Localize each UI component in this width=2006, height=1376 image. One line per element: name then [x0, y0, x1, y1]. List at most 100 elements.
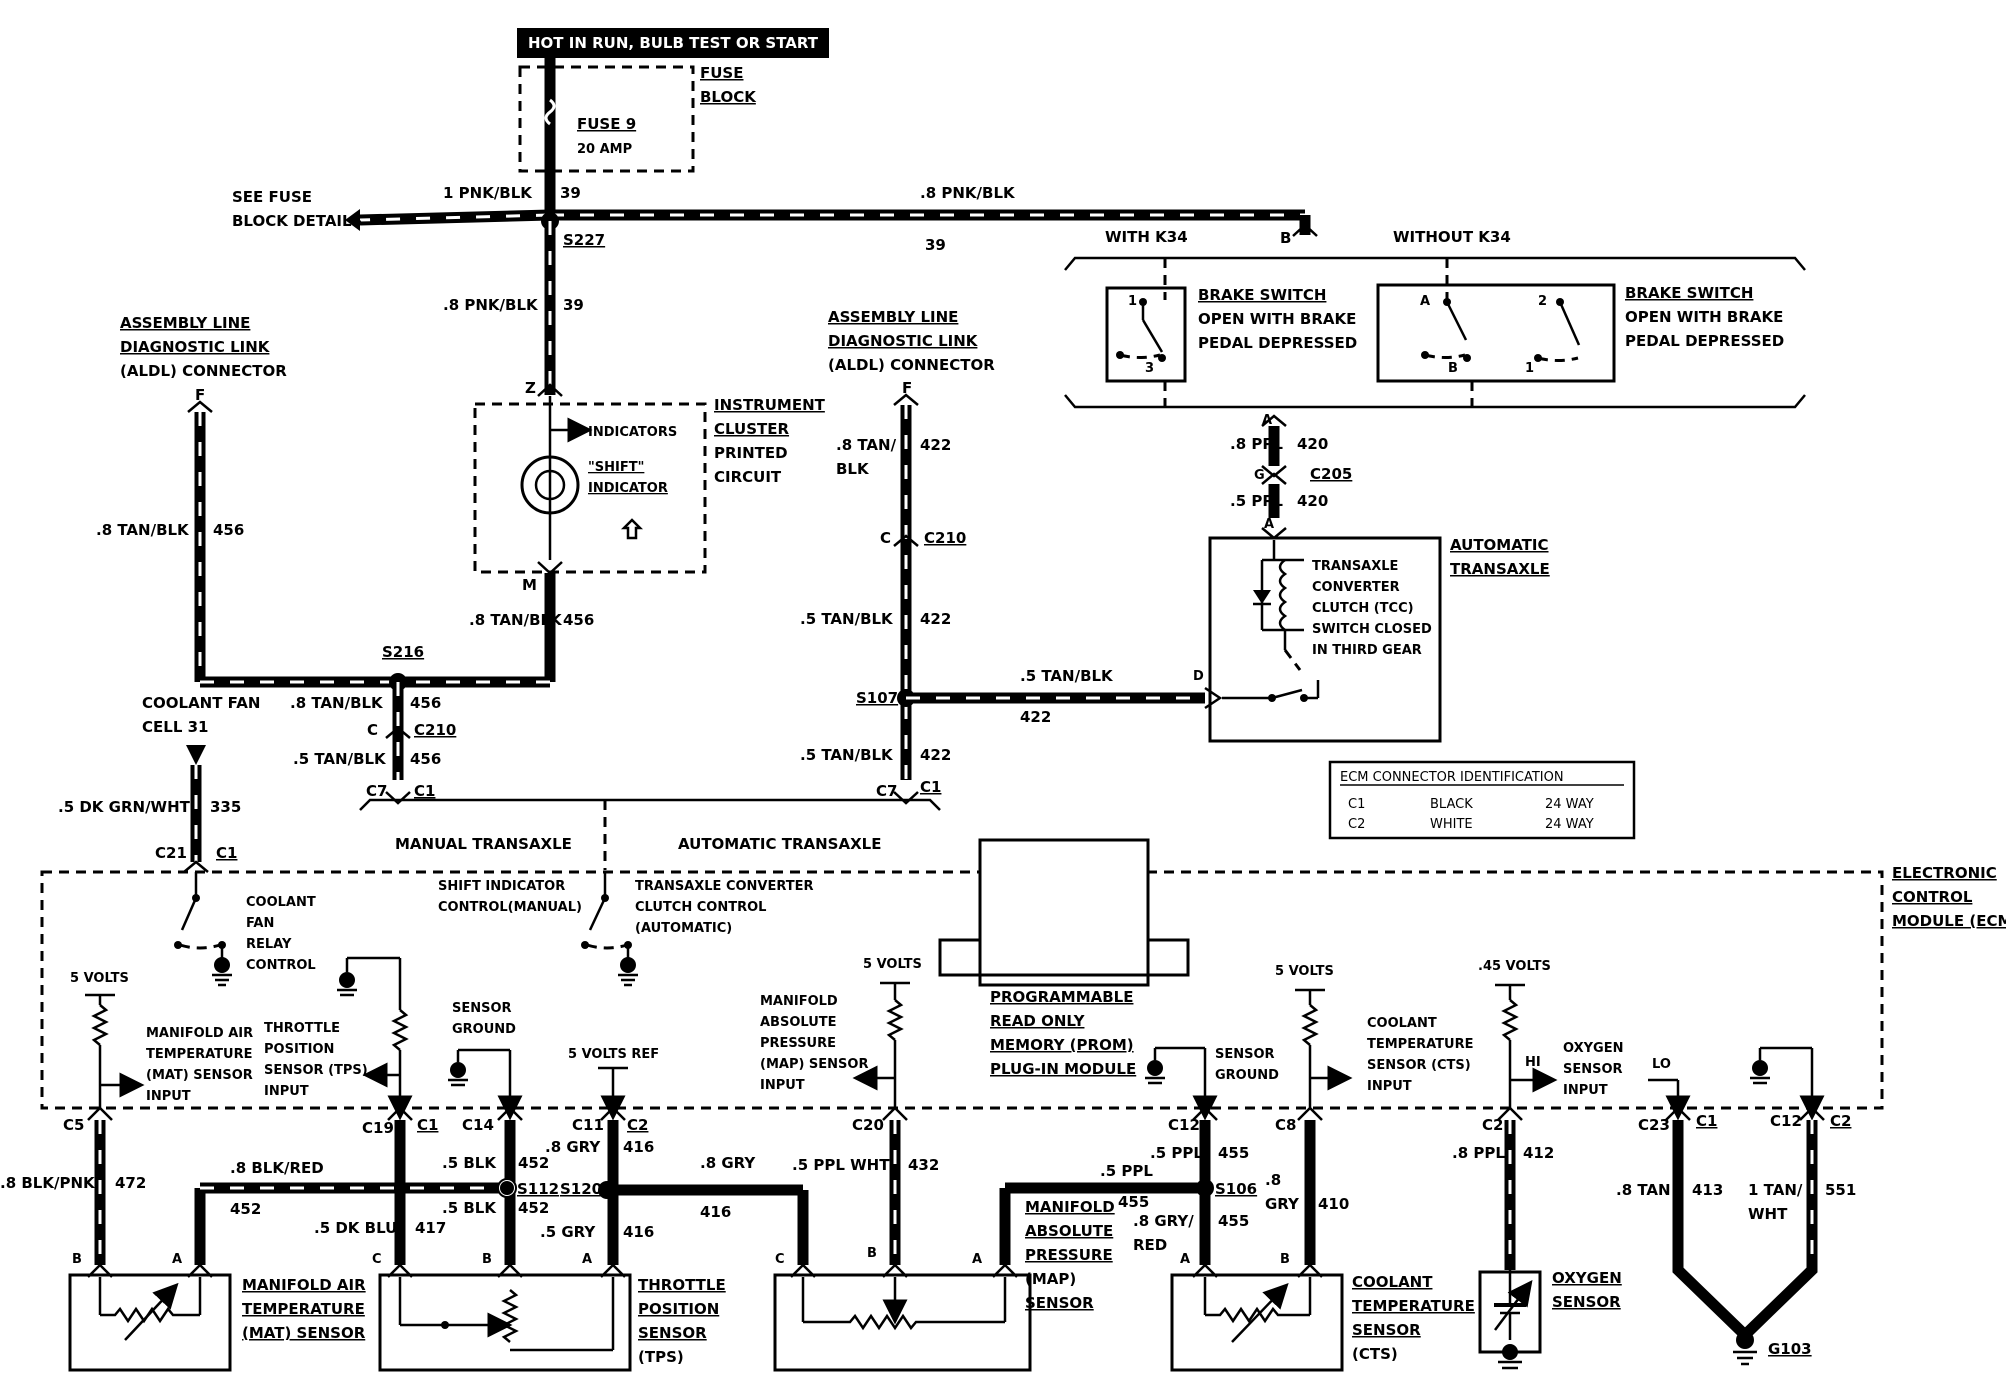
circuit-39-b: 39 [925, 236, 946, 254]
connector-c19: C19 [362, 1119, 394, 1137]
splice-s112: S112 [517, 1180, 559, 1198]
fan-relay-label-4: CONTROL [246, 958, 316, 973]
sensor-ground-1-label-1: SENSOR [452, 1001, 512, 1016]
cts-input-label-2: TEMPERATURE [1367, 1037, 1473, 1052]
instrument-cluster: Z INDICATORS "SHIFT" INDICATOR M [473, 379, 707, 594]
tps-sensor-label-4: (TPS) [638, 1348, 684, 1366]
brake-sw-nok34-label-1: BRAKE SWITCH [1625, 284, 1753, 302]
fuse-name: FUSE 9 [577, 115, 636, 133]
mat-5volts-label: 5 VOLTS [70, 971, 129, 986]
map-sensor-label-1: MANIFOLD [1025, 1198, 1115, 1216]
tps-input-label-1: THROTTLE [264, 1021, 340, 1036]
tps-input-label-2: POSITION [264, 1042, 334, 1057]
automatic-transaxle-box: TRANSAXLE CONVERTER CLUTCH (TCC) SWITCH … [1208, 536, 1442, 743]
connector-c12-b: C12 [1770, 1112, 1802, 1130]
cts-sensor-label-4: (CTS) [1352, 1345, 1398, 1363]
map-sensor: C B A [773, 1246, 1032, 1372]
power-header: HOT IN RUN, BULB TEST OR START [517, 28, 829, 58]
sensor-ground-1-label-2: GROUND [452, 1022, 516, 1037]
brake-pin-b: B [1280, 229, 1291, 247]
mat-sensor: B A [68, 1252, 232, 1372]
brake-sw-k34-label-3: PEDAL DEPRESSED [1198, 334, 1357, 352]
map-pin-b: B [867, 1246, 877, 1261]
wire-8gry-cts-label-a: .8 [1265, 1171, 1281, 1189]
tcc-label-4: SWITCH CLOSED [1312, 622, 1432, 637]
cluster-label-1: INSTRUMENT [714, 396, 826, 414]
aldl-right-label-1: ASSEMBLY LINE [828, 308, 958, 326]
aldl-right-label-2: DIAGNOSTIC LINK [828, 332, 979, 350]
wire-8pnk-top-label: .8 PNK/BLK [920, 184, 1016, 202]
aldl-right-pin: F [902, 379, 912, 397]
coolant-fan-arrow-icon [186, 745, 206, 765]
cts-sensor-label-3: SENSOR [1352, 1321, 1421, 1339]
mat-pin-a: A [172, 1252, 182, 1267]
tps-sensor-label-3: SENSOR [638, 1324, 707, 1342]
connector-c7-b: C7 [876, 782, 897, 800]
aldl-left-label-1: ASSEMBLY LINE [120, 314, 250, 332]
cts-sensor-label-1: COOLANT [1352, 1273, 1433, 1291]
sensor-ground-2-label-2: GROUND [1215, 1068, 1279, 1083]
fan-relay-label-3: RELAY [246, 937, 292, 952]
circuit-456-b: 456 [563, 611, 594, 629]
connector-c2-b: C2 [1482, 1116, 1503, 1134]
prom-label-4: PLUG-IN MODULE [990, 1060, 1136, 1078]
map-sensor-label-5: SENSOR [1025, 1294, 1094, 1312]
tps-sensor: C B A [372, 1252, 632, 1372]
o2-input-label-3: INPUT [1563, 1083, 1608, 1098]
tps-pin-b: B [482, 1252, 492, 1267]
ecm-conn-row1-color: BLACK [1430, 797, 1473, 812]
ecm-conn-row1-id: C1 [1348, 797, 1365, 812]
automatic-transaxle-label: AUTOMATIC TRANSAXLE [678, 835, 881, 853]
wire-8gry-cts-label-b: GRY [1265, 1195, 1300, 1213]
circuit-420-a: 420 [1297, 435, 1328, 453]
brake-switch-group: WITH K34 WITHOUT K34 B 1 3 BRAKE SWITCH … [1064, 228, 1806, 409]
brake-sw-nok34-label-3: PEDAL DEPRESSED [1625, 332, 1784, 350]
o2-hi-label: HI [1525, 1055, 1541, 1070]
circuit-416-a: 416 [623, 1138, 654, 1156]
brake-k34-pin-1: 1 [1128, 294, 1137, 309]
brake-sw-nok34-label-2: OPEN WITH BRAKE [1625, 308, 1783, 326]
wire-5ppl-label: .5 PPL [1230, 492, 1283, 510]
5v-ref-label: 5 VOLTS REF [568, 1047, 659, 1062]
o2-input-label-1: OXYGEN [1563, 1041, 1623, 1056]
cts-input-label-4: INPUT [1367, 1079, 1412, 1094]
circuit-455-b: 455 [1218, 1144, 1249, 1162]
c210b-pin: C [880, 529, 891, 547]
tan-blk-456-circuit [194, 412, 556, 780]
connector-c210-a: C210 [414, 721, 456, 739]
see-fuse-label-2: BLOCK DETAILS [232, 212, 362, 230]
ppl-420-circuit [1261, 414, 1287, 540]
lower-wiring [87, 1106, 1825, 1366]
header-text: HOT IN RUN, BULB TEST OR START [528, 34, 819, 52]
shift-arrow-icon [620, 518, 644, 540]
connector-c2-a: C2 [627, 1116, 648, 1134]
map-input-label-4: (MAP) SENSOR [760, 1057, 868, 1072]
mat-sensor-label-3: (MAT) SENSOR [242, 1324, 366, 1342]
tan-blk-422-circuit [897, 405, 1223, 780]
wire-8gry-label: .8 GRY [545, 1138, 601, 1156]
map-sensor-label-3: PRESSURE [1025, 1246, 1113, 1264]
prom-label-1: PROGRAMMABLE [990, 988, 1133, 1006]
tcc-control-label-2: CLUTCH CONTROL [635, 900, 766, 915]
fuse-block-title-1: FUSE [700, 64, 743, 82]
cts-input-label-3: SENSOR (CTS) [1367, 1058, 1471, 1073]
wire-5tan-h-label: .5 TAN/BLK [1020, 667, 1114, 685]
c210a-pin: C [367, 721, 378, 739]
mat-input-label-1: MANIFOLD AIR [146, 1026, 253, 1041]
oxygen-sensor-label-1: OXYGEN [1552, 1269, 1622, 1287]
shift-indicator-label-2: INDICATOR [588, 481, 668, 496]
connector-c12-a: C12 [1168, 1116, 1200, 1134]
circuit-452-a: 452 [230, 1200, 261, 1218]
connector-c11: C11 [572, 1116, 604, 1134]
cluster-label-4: CIRCUIT [714, 468, 782, 486]
tps-sensor-label-2: POSITION [638, 1300, 719, 1318]
connector-c7-a: C7 [366, 782, 387, 800]
fan-relay-label-2: FAN [246, 916, 274, 931]
map-5volts-label: 5 VOLTS [863, 957, 922, 972]
wire-8gryred-label-a: .8 GRY/ [1133, 1212, 1194, 1230]
wire-1pnk-label: 1 PNK/BLK [443, 184, 533, 202]
prom-label-3: MEMORY (PROM) [990, 1036, 1134, 1054]
brake-sw-k34-label-1: BRAKE SWITCH [1198, 286, 1326, 304]
wire-8ppl-label: .8 PPL [1230, 435, 1283, 453]
prom-label-2: READ ONLY [990, 1012, 1086, 1030]
